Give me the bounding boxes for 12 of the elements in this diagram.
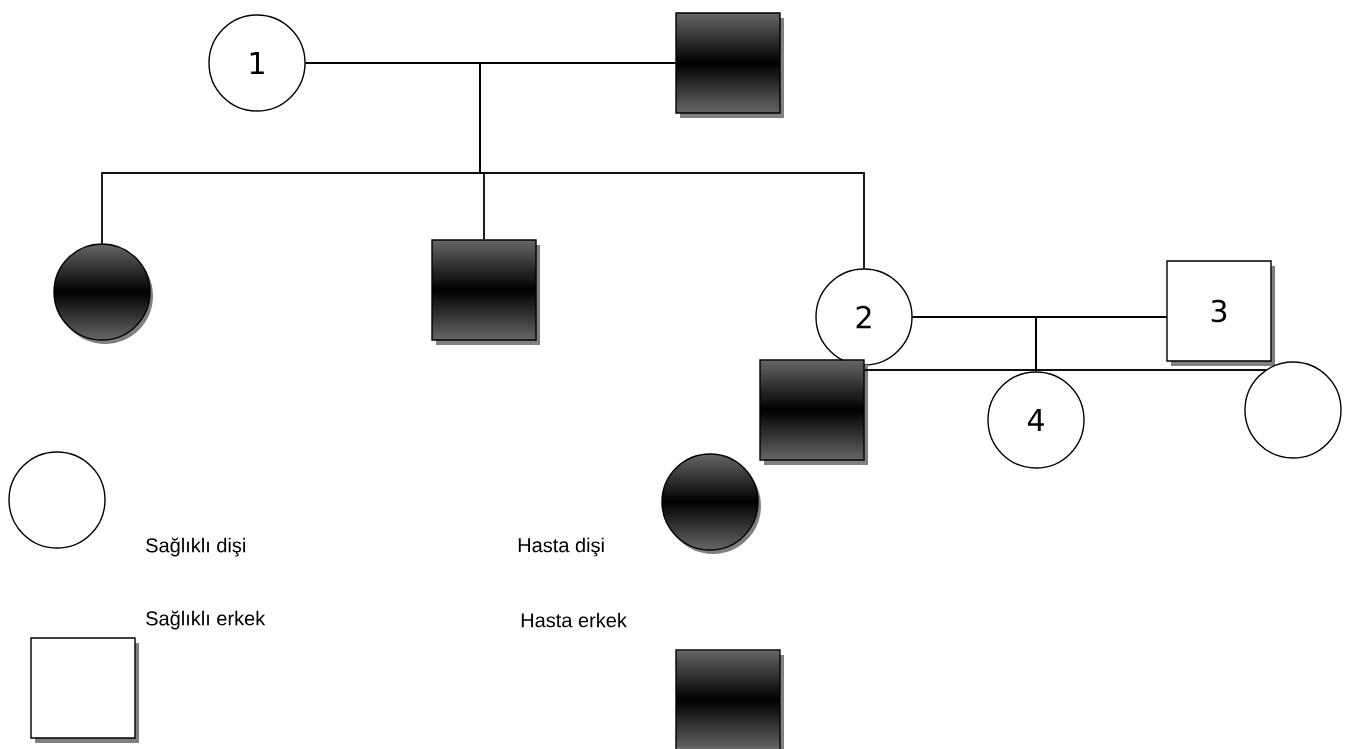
pedigree-line bbox=[1035, 316, 1268, 371]
pedigree-square bbox=[675, 12, 784, 118]
legend-entry: Hasta erkek bbox=[521, 612, 784, 749]
pedigree-circle bbox=[1244, 361, 1342, 459]
pedigree-square bbox=[759, 359, 868, 465]
legend-entry: Hasta dişi bbox=[518, 453, 761, 557]
pedigree-square: 3 bbox=[1166, 260, 1275, 366]
pedigree-line bbox=[479, 62, 865, 269]
legend-entry: Sağlıklı erkek bbox=[30, 610, 266, 743]
pedigree-square bbox=[431, 239, 540, 345]
pedigree-circle bbox=[53, 243, 153, 344]
legend-entry: Sağlıklı dişi bbox=[8, 451, 245, 557]
